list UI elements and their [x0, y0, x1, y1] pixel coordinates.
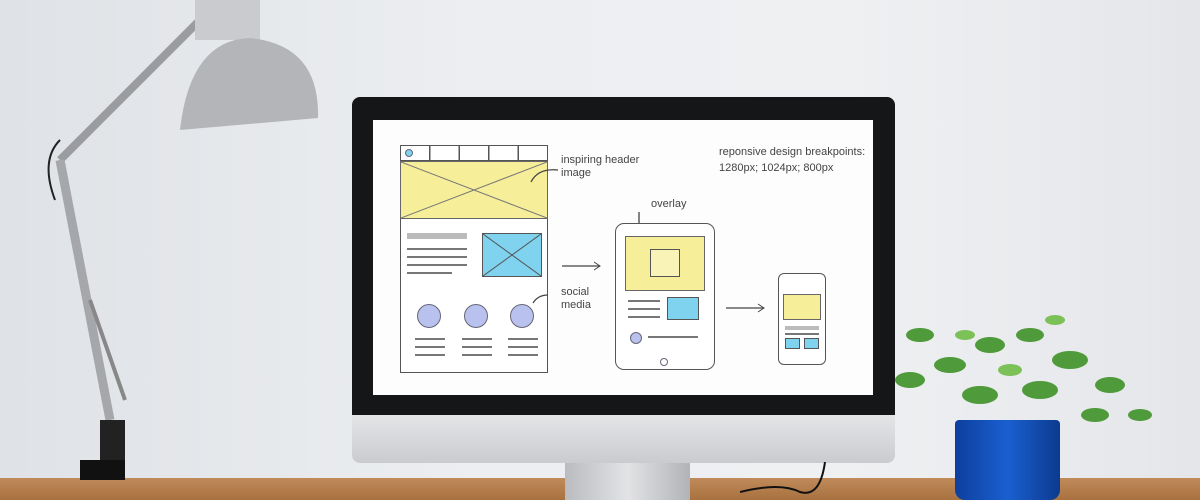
header-image-placeholder [400, 161, 548, 219]
phone-header [783, 294, 821, 320]
note-header-image: inspiring header image [561, 154, 640, 179]
note-breakpoints-title: reponsive design breakpoints: [719, 146, 866, 158]
monitor-screen: inspiring header image reponsive design … [373, 120, 873, 395]
tablet-icon [630, 332, 642, 344]
potted-plant [895, 315, 1152, 422]
image-placeholder [482, 233, 542, 277]
desktop-wireframe [400, 145, 548, 373]
tablet-image [667, 297, 699, 320]
plant-pot [955, 420, 1060, 500]
tablet-wireframe [615, 223, 715, 370]
monitor-cable [740, 462, 826, 494]
note-breakpoints-values: 1280px; 1024px; 800px [719, 162, 834, 174]
social-icon [417, 304, 441, 328]
logo-dot [405, 149, 413, 157]
social-icon [510, 304, 534, 328]
note-overlay: overlay [651, 198, 687, 210]
note-social-media: social media [561, 286, 591, 311]
wireframe-nav [401, 146, 547, 161]
monitor-chin [352, 415, 895, 463]
desk-lamp [47, 0, 319, 480]
overlay-box [650, 249, 680, 277]
social-icon [464, 304, 488, 328]
monitor-stand [565, 463, 690, 500]
phone-wireframe [778, 273, 826, 365]
home-button [660, 358, 668, 366]
